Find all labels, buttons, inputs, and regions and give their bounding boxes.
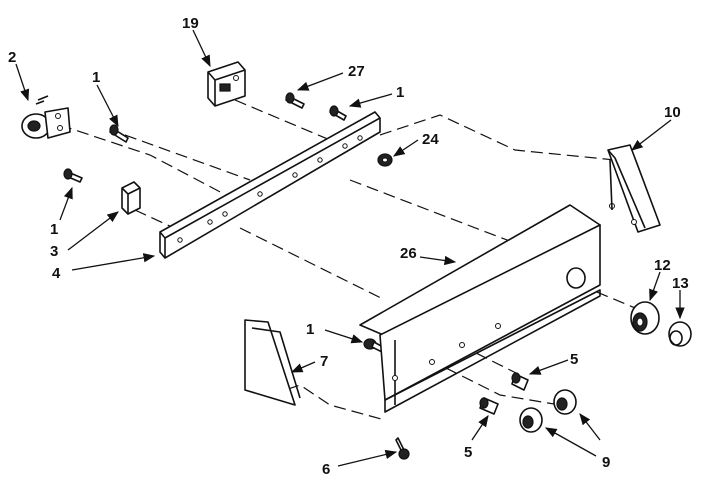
part-5-bushing-b bbox=[479, 397, 499, 415]
part-26-console-panel bbox=[359, 204, 601, 413]
callout-5: 5 bbox=[464, 444, 472, 461]
part-19-bracket bbox=[207, 61, 246, 107]
part-13-cap bbox=[668, 321, 692, 347]
part-4-rail bbox=[159, 111, 381, 259]
screw-1-a bbox=[109, 124, 129, 143]
callout-4: 4 bbox=[52, 265, 61, 282]
callout-27: 27 bbox=[348, 63, 365, 80]
screw-1-c bbox=[329, 105, 347, 121]
screw-1-b bbox=[63, 168, 83, 183]
part-5-bushing-a bbox=[511, 372, 529, 391]
callout-19: 19 bbox=[182, 15, 199, 32]
part-7-end-cap bbox=[244, 319, 301, 406]
callout-7: 7 bbox=[320, 353, 328, 370]
callout-2: 2 bbox=[8, 49, 16, 66]
callout-1: 1 bbox=[92, 69, 100, 86]
callout-26: 26 bbox=[400, 245, 417, 262]
leader-lines bbox=[15, 29, 685, 467]
screw-6 bbox=[395, 437, 410, 460]
callout-13: 13 bbox=[672, 275, 689, 292]
part-2-switch bbox=[21, 95, 71, 139]
callout-5: 5 bbox=[570, 351, 578, 368]
part-12-knob bbox=[630, 301, 660, 335]
part-3-clip bbox=[121, 181, 141, 215]
callout-1: 1 bbox=[306, 321, 314, 338]
callout-3: 3 bbox=[50, 243, 58, 260]
part-10-end-cap bbox=[607, 144, 661, 233]
callout-9: 9 bbox=[602, 454, 610, 471]
screw-24 bbox=[377, 153, 393, 167]
callout-12: 12 bbox=[654, 257, 671, 274]
part-9-knob-b bbox=[519, 407, 543, 433]
screw-27 bbox=[285, 92, 305, 109]
callout-1: 1 bbox=[396, 84, 404, 101]
callout-24: 24 bbox=[422, 131, 439, 148]
callout-labels: 2 1 19 27 1 24 10 1 3 4 26 12 13 1 7 5 5… bbox=[8, 15, 689, 478]
callout-1: 1 bbox=[50, 221, 58, 238]
callout-10: 10 bbox=[664, 104, 681, 121]
callout-6: 6 bbox=[322, 461, 330, 478]
part-9-knob-a bbox=[553, 389, 577, 415]
